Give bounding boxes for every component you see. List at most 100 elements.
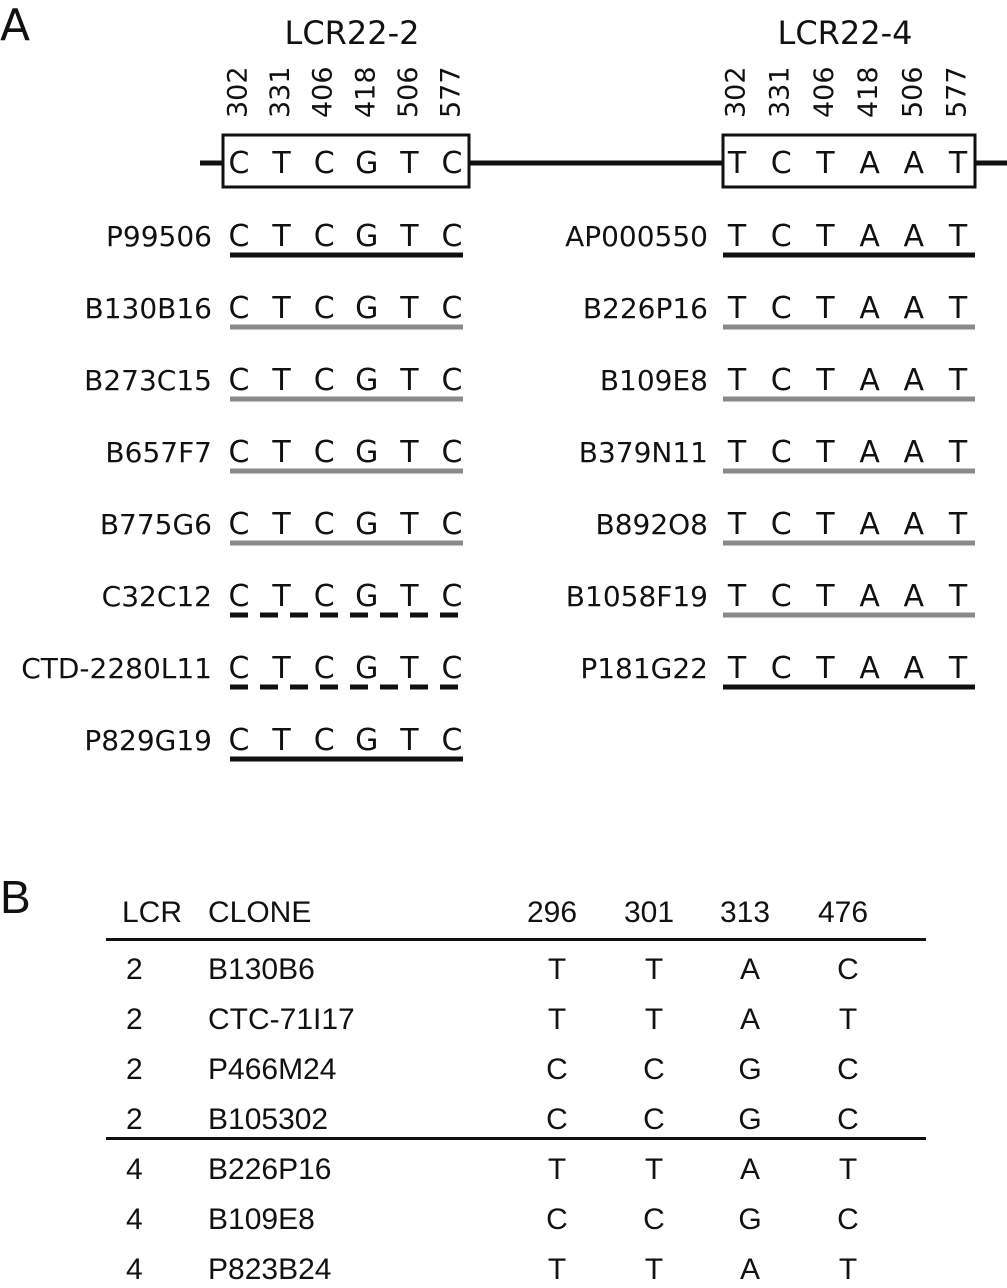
clone-base: C xyxy=(442,435,463,470)
table-clone-cell: B105302 xyxy=(208,1103,329,1136)
consensus-base: T xyxy=(399,146,419,181)
table-lcr-cell: 4 xyxy=(126,1253,143,1286)
clone-base: T xyxy=(815,651,835,686)
clone-base: C xyxy=(314,363,335,398)
clone-name: P99506 xyxy=(106,220,212,253)
clone-base: C xyxy=(771,651,792,686)
table-base-cell: T xyxy=(838,1253,858,1286)
clone-name: B379N11 xyxy=(579,436,708,469)
clone-base: T xyxy=(399,435,419,470)
clone-base: T xyxy=(948,435,968,470)
table-clone-cell: CTC-71I17 xyxy=(208,1003,355,1036)
table-lcr-cell: 4 xyxy=(126,1153,143,1186)
clone-base: G xyxy=(355,723,378,758)
clone-base: C xyxy=(314,507,335,542)
table-clone-cell: B109E8 xyxy=(208,1203,315,1236)
clone-base: T xyxy=(727,363,747,398)
position-label: 506 xyxy=(393,66,424,118)
table-header-cell: 301 xyxy=(624,896,675,929)
clone-base: T xyxy=(815,291,835,326)
table-header-cell: CLONE xyxy=(208,896,312,929)
clone-name: B109E8 xyxy=(600,364,708,397)
table-base-cell: A xyxy=(739,1153,760,1186)
clone-base: T xyxy=(271,291,291,326)
table-lcr-cell: 4 xyxy=(126,1203,143,1236)
table-clone-cell: P466M24 xyxy=(208,1053,337,1086)
consensus-box xyxy=(221,133,471,189)
clone-base: A xyxy=(904,579,925,614)
position-label: 331 xyxy=(765,66,796,118)
consensus-base: T xyxy=(727,146,747,181)
clone-base: C xyxy=(229,291,250,326)
table-base-cell: C xyxy=(837,1203,859,1236)
panel-b-label: B xyxy=(0,871,31,923)
table-base-cell: G xyxy=(738,1103,762,1136)
clone-base: C xyxy=(314,579,335,614)
clone-base: A xyxy=(904,507,925,542)
table-base-cell: A xyxy=(739,1003,760,1036)
position-label: 577 xyxy=(942,66,973,118)
consensus-base: T xyxy=(271,146,291,181)
clone-base: T xyxy=(399,363,419,398)
clone-base: A xyxy=(859,291,880,326)
clone-base: T xyxy=(399,579,419,614)
table-base-cell: A xyxy=(739,953,760,986)
table-base-cell: C xyxy=(546,1103,568,1136)
clone-base: C xyxy=(442,507,463,542)
table-base-cell: A xyxy=(739,1253,760,1286)
consensus-base: C xyxy=(229,146,250,181)
table-base-cell: T xyxy=(838,1153,858,1186)
clone-base: C xyxy=(771,291,792,326)
table-base-cell: T xyxy=(644,1003,664,1036)
table-clone-cell: B130B6 xyxy=(208,953,315,986)
clone-base: C xyxy=(229,651,250,686)
position-label: 302 xyxy=(721,66,752,118)
clone-base: C xyxy=(314,435,335,470)
position-label: 418 xyxy=(350,66,381,118)
table-base-cell: T xyxy=(547,1253,567,1286)
table-lcr-cell: 2 xyxy=(126,1103,143,1136)
clone-base: A xyxy=(859,507,880,542)
clone-base: C xyxy=(442,723,463,758)
table-base-cell: T xyxy=(644,1153,664,1186)
clone-base: T xyxy=(399,507,419,542)
clone-base: T xyxy=(399,723,419,758)
consensus-box xyxy=(721,133,977,189)
clone-base: C xyxy=(314,291,335,326)
table-lcr-cell: 2 xyxy=(126,1053,143,1086)
clone-base: T xyxy=(271,363,291,398)
clone-name: P181G22 xyxy=(580,652,708,685)
clone-base: T xyxy=(948,507,968,542)
consensus-base: C xyxy=(314,146,335,181)
clone-base: C xyxy=(771,219,792,254)
table-header-rule xyxy=(106,938,926,941)
clone-base: C xyxy=(771,435,792,470)
clone-base: A xyxy=(859,363,880,398)
table-group-divider xyxy=(106,1137,926,1140)
clone-base: T xyxy=(727,435,747,470)
clone-base: G xyxy=(355,363,378,398)
clone-base: T xyxy=(727,219,747,254)
clone-name: CTD-2280L11 xyxy=(21,652,212,685)
clone-base: T xyxy=(815,219,835,254)
table-base-cell: C xyxy=(546,1203,568,1236)
clone-base: T xyxy=(948,291,968,326)
clone-base: T xyxy=(948,219,968,254)
clone-base: T xyxy=(815,363,835,398)
clone-base: A xyxy=(904,291,925,326)
table-base-cell: T xyxy=(547,1003,567,1036)
clone-base: T xyxy=(727,507,747,542)
position-label: 302 xyxy=(223,66,254,118)
clone-base: A xyxy=(859,435,880,470)
clone-base: T xyxy=(271,435,291,470)
clone-base: C xyxy=(771,579,792,614)
clone-base: T xyxy=(815,579,835,614)
position-label: 331 xyxy=(265,66,296,118)
clone-base: A xyxy=(904,363,925,398)
table-base-cell: G xyxy=(738,1203,762,1236)
panel-a-label: A xyxy=(0,0,30,51)
clone-base: A xyxy=(859,219,880,254)
clone-base: G xyxy=(355,435,378,470)
consensus-base: T xyxy=(815,146,835,181)
